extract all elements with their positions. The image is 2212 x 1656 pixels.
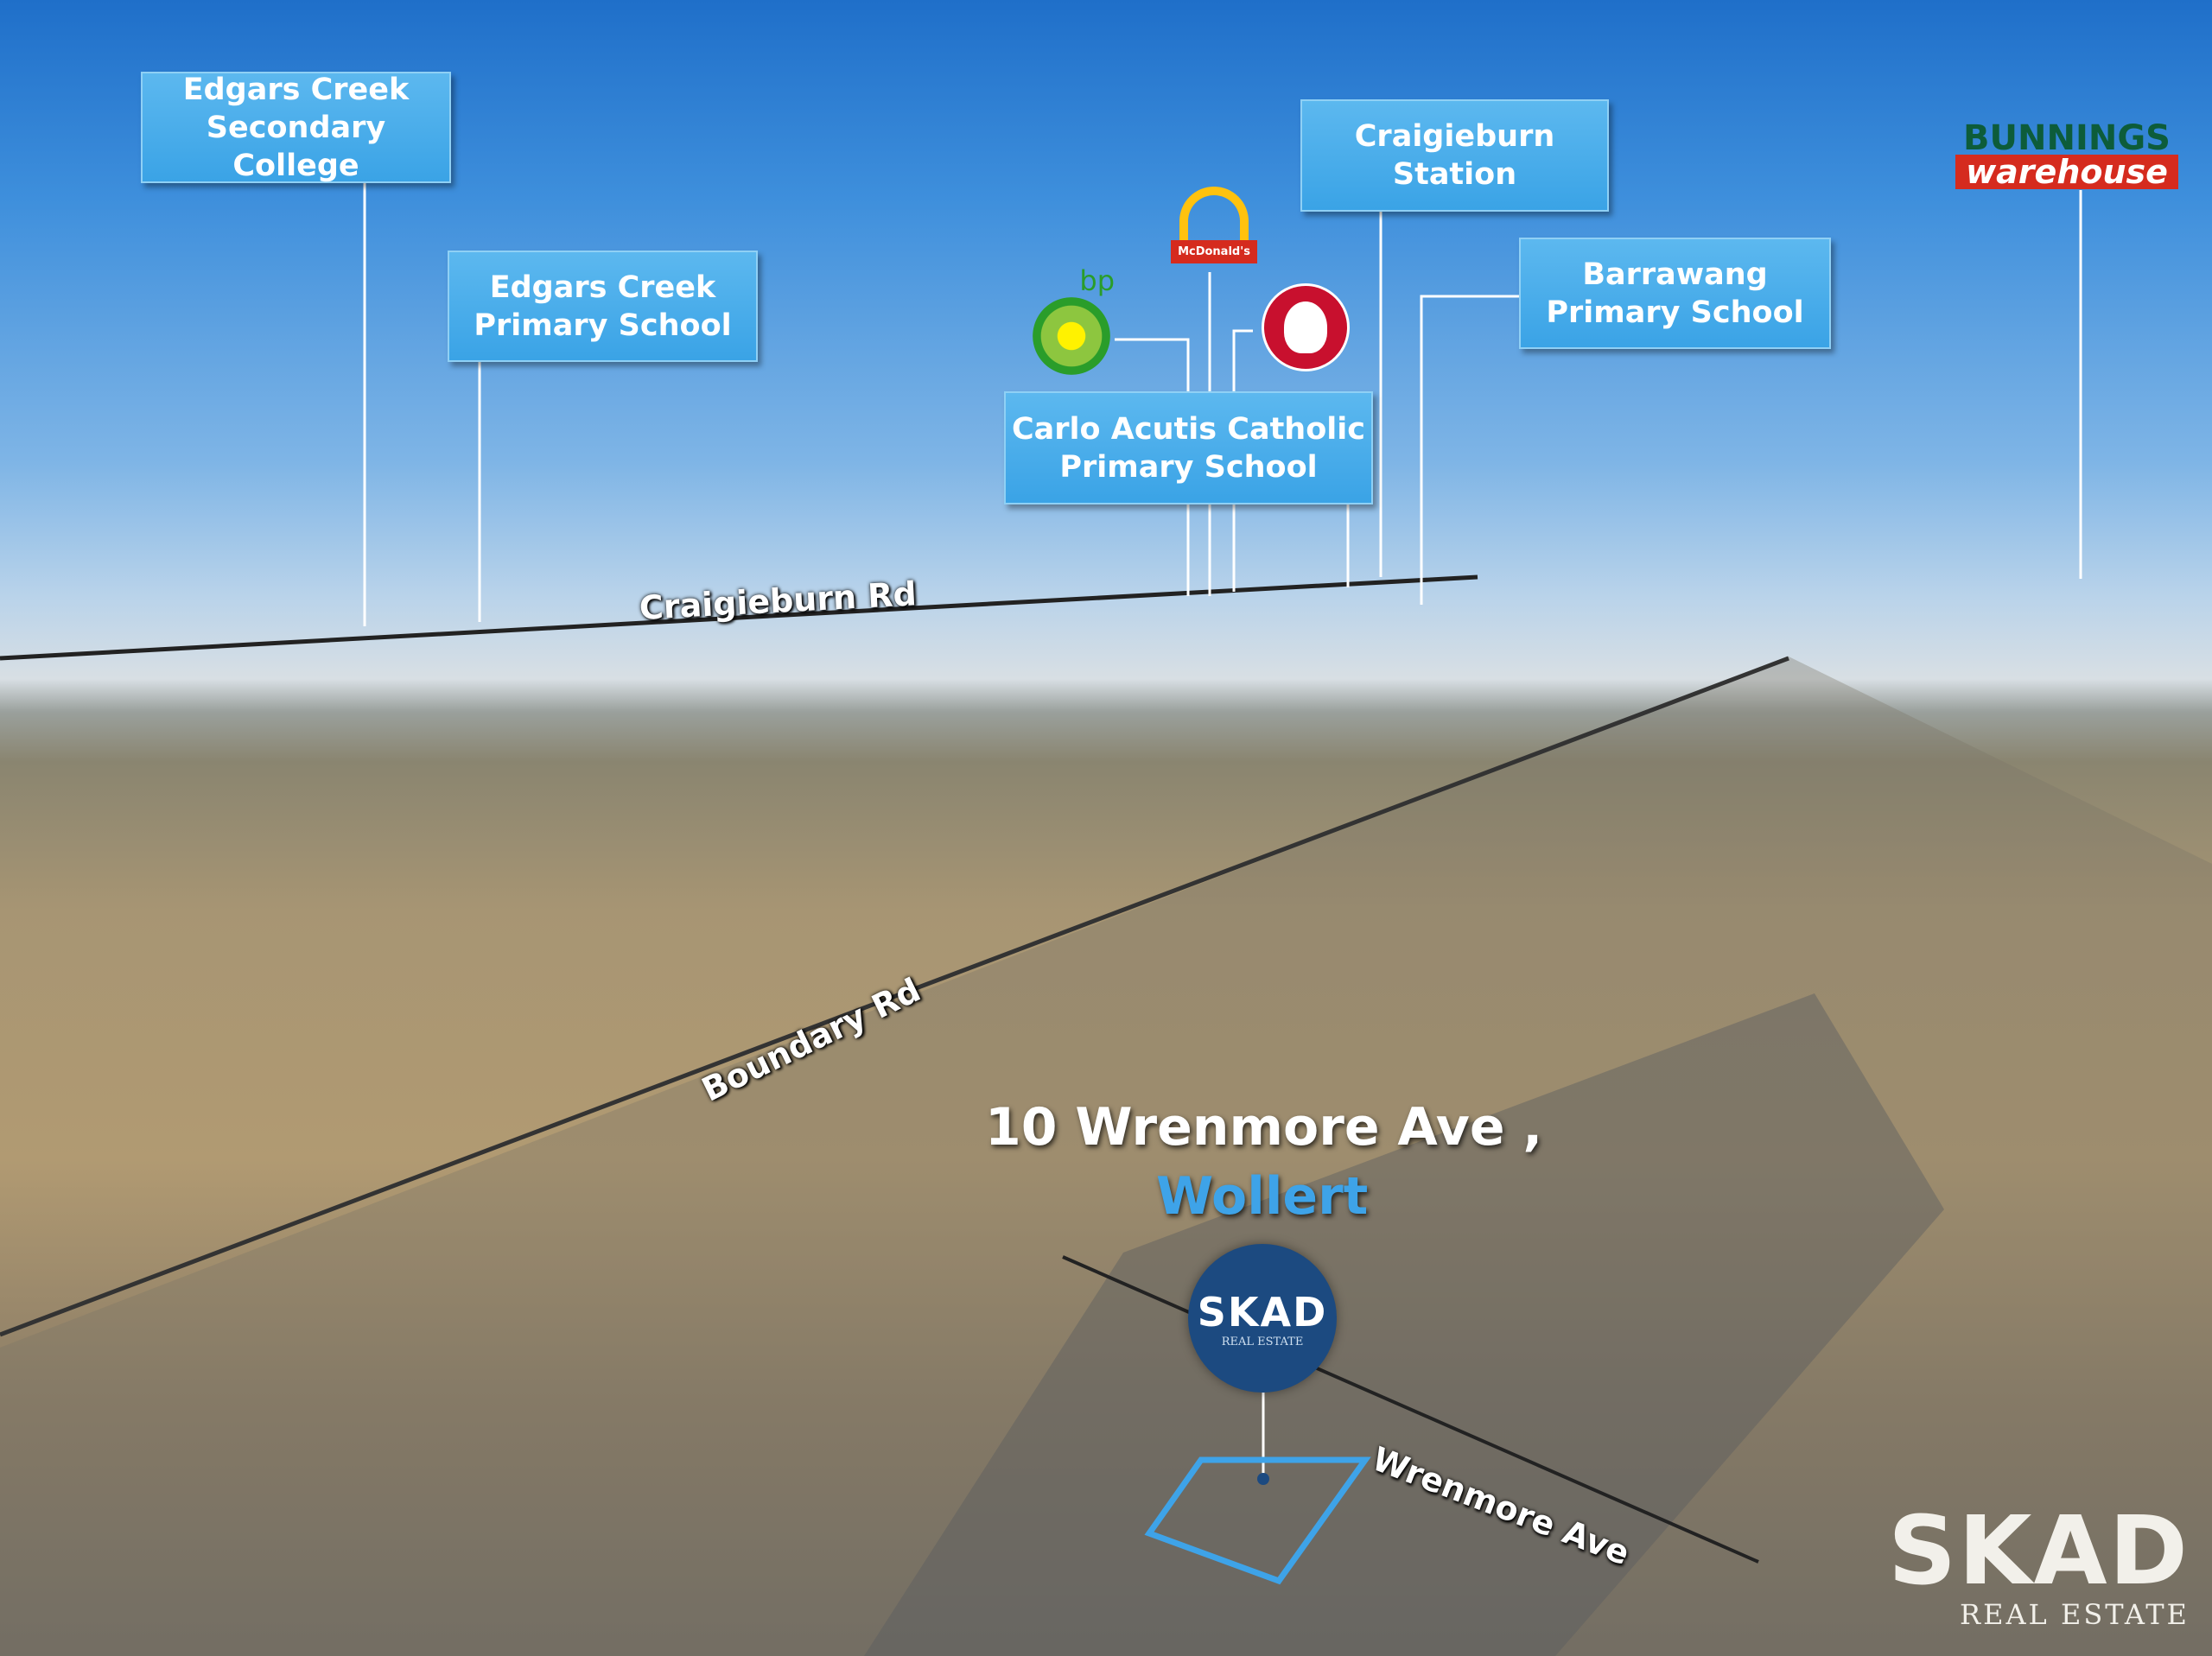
housing-estate-area: [864, 993, 1944, 1656]
watermark-tagline: REAL ESTATE: [1959, 1598, 2190, 1631]
brand-tagline: REAL ESTATE: [1221, 1335, 1304, 1348]
label-edgars-creek-primary-school: Edgars Creek Primary School: [448, 251, 758, 362]
skad-watermark-logo: SKAD REAL ESTATE: [1888, 1503, 2190, 1631]
property-outline: [1144, 1456, 1371, 1585]
leader-lines: [363, 180, 2082, 1479]
mcdonalds-logo: McDonald's: [1166, 177, 1262, 272]
property-pin: [1257, 1473, 1269, 1485]
golden-arches-icon: [1179, 186, 1249, 240]
label-edgars-creek-secondary-college: Edgars Creek Secondary College: [141, 72, 451, 183]
watermark-brand-name: SKAD: [1888, 1495, 2190, 1606]
bp-helios-icon: [1033, 297, 1110, 375]
craigieburn-rd-line: [0, 574, 1478, 661]
mcdonalds-text: McDonald's: [1171, 239, 1257, 263]
address-street: 10 Wrenmore Ave ,: [985, 1097, 1543, 1158]
bunnings-text: BUNNINGS: [1963, 118, 2171, 158]
brand-name: SKAD: [1197, 1288, 1328, 1336]
label-craigieburn-station: Craigieburn Station: [1300, 99, 1609, 212]
kfc-logo: [1262, 283, 1350, 371]
boundary-rd-line: [0, 656, 1789, 1337]
warehouse-text: warehouse: [1955, 155, 2178, 189]
address-suburb: Wollert: [1156, 1166, 1369, 1227]
ground-shade: [0, 657, 2212, 1656]
colonel-face-icon: [1284, 301, 1327, 353]
label-carlo-acutis-catholic-primary-school: Carlo Acutis Catholic Primary School: [1004, 391, 1373, 504]
wrenmore-ave-line: [1062, 1255, 1759, 1564]
bp-text: bp: [1079, 264, 1115, 297]
bp-logo: bp: [1028, 259, 1115, 380]
bunnings-warehouse-logo: BUNNINGS warehouse: [1951, 121, 2183, 190]
skad-circle-badge: SKAD REAL ESTATE: [1188, 1244, 1337, 1393]
label-barrawang-primary-school: Barrawang Primary School: [1519, 238, 1831, 349]
